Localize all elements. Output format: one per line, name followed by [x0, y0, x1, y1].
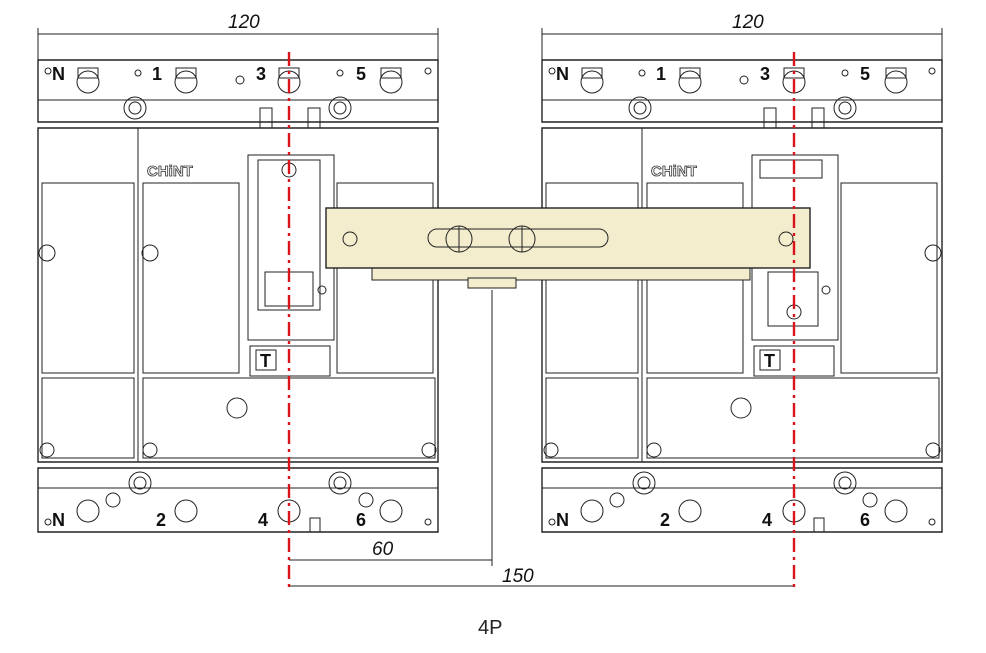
terminal-label: 4: [762, 510, 772, 530]
brand-logo: CHiNT: [147, 163, 193, 180]
terminal-label: 6: [860, 510, 870, 530]
trip-label: T: [764, 351, 775, 371]
dim-pitch: 150: [502, 566, 534, 587]
breaker-right: [541, 59, 943, 533]
dim-width-right: 120: [732, 12, 764, 33]
terminal-label: 1: [152, 64, 162, 84]
terminal-label: N: [556, 64, 569, 84]
terminal-label: 3: [256, 64, 266, 84]
breaker-left: [37, 59, 439, 533]
mechanical-interlock: [325, 207, 811, 289]
terminal-label: 4: [258, 510, 268, 530]
terminal-label: 6: [356, 510, 366, 530]
terminal-label: N: [556, 510, 569, 530]
dim-width-left: 120: [228, 12, 260, 33]
terminal-label: N: [52, 510, 65, 530]
caption: 4P: [478, 617, 502, 639]
terminal-label: 2: [156, 510, 166, 530]
terminal-label: N: [52, 64, 65, 84]
terminal-label: 5: [860, 64, 870, 84]
terminal-label: 3: [760, 64, 770, 84]
dimension-lines: [37, 28, 943, 587]
dim-offset: 60: [372, 539, 394, 560]
brand-logo: CHiNT: [651, 163, 697, 180]
terminal-label: 5: [356, 64, 366, 84]
trip-label: T: [260, 351, 271, 371]
terminal-label: 2: [660, 510, 670, 530]
terminal-label: 1: [656, 64, 666, 84]
